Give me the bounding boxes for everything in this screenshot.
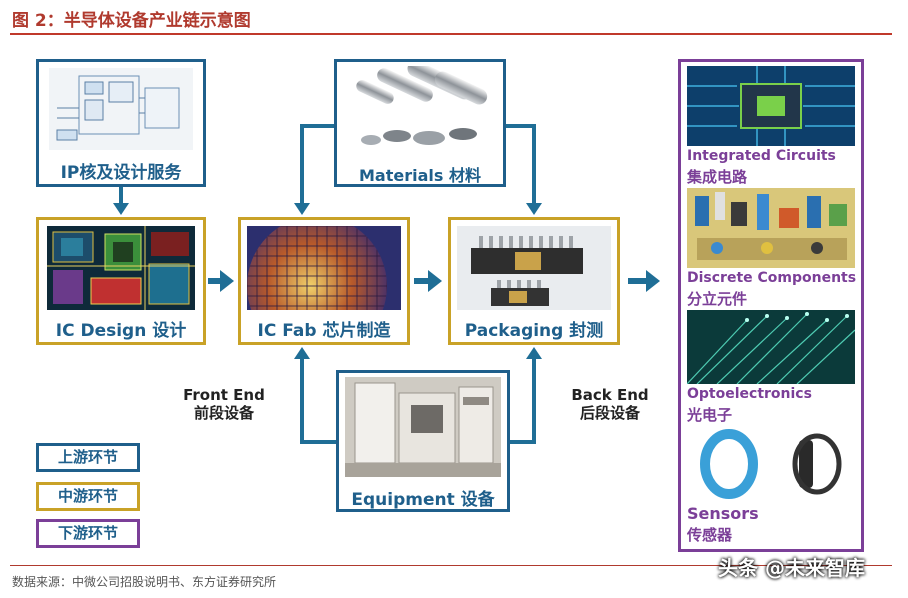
optoelectronics-image <box>687 310 855 384</box>
arrow-design-to-fab-head <box>220 270 234 292</box>
sensors-en: Sensors <box>687 504 759 523</box>
arrow-equipment-right-head <box>526 347 542 359</box>
arrow-equipment-left-h <box>300 440 336 444</box>
legend-upstream: 上游环节 <box>36 443 140 472</box>
arrow-design-to-fab <box>208 278 222 284</box>
arrow-equipment-right-v <box>532 358 536 444</box>
discrete-components-en: Discrete Components <box>687 270 857 286</box>
arrow-materials-right-h <box>506 124 536 128</box>
optoelectronics-cn: 光电子 <box>687 406 733 424</box>
wafer-image <box>247 226 401 310</box>
arrow-ip-to-design-head <box>113 203 129 215</box>
equipment-box: Equipment 设备 <box>336 370 510 512</box>
figure-title: 图 2：半导体设备产业链示意图 <box>12 11 251 31</box>
source-note: 数据来源：中微公司招股说明书、东方证券研究所 <box>12 575 277 589</box>
chip-package-image <box>457 226 611 310</box>
discrete-components-cn: 分立元件 <box>687 290 748 308</box>
arrow-equipment-left-head <box>294 347 310 359</box>
back-end-cn: 后段设备 <box>579 404 640 422</box>
ip-design-services-box: IP核及设计服务 <box>36 59 206 187</box>
front-end-en: Front End <box>183 386 265 404</box>
bottom-rule <box>10 565 892 566</box>
front-end-cn: 前段设备 <box>193 404 254 422</box>
back-end-en: Back End <box>571 386 649 404</box>
integrated-circuits-image <box>687 66 855 146</box>
arrow-materials-right-v <box>532 124 536 204</box>
packaging-box: Packaging 封测 <box>448 217 620 345</box>
integrated-circuits-cn: 集成电路 <box>687 168 748 186</box>
packaging-box-label: Packaging 封测 <box>464 321 604 341</box>
arrow-equipment-right-h <box>510 440 536 444</box>
materials-box: Materials 材料 <box>334 59 506 187</box>
ip-box-label: IP核及设计服务 <box>60 163 182 183</box>
discrete-components-image <box>687 188 855 268</box>
arrow-packaging-to-products-head <box>646 270 660 292</box>
legend-downstream: 下游环节 <box>36 519 140 548</box>
downstream-products-panel: Integrated Circuits 集成电路 Discrete Compon… <box>678 59 864 552</box>
sensors-cn: 传感器 <box>687 526 733 544</box>
ip-schematic-image <box>49 68 193 150</box>
arrow-fab-to-packaging <box>414 278 430 284</box>
arrow-packaging-to-products <box>628 278 648 284</box>
arrow-equipment-left-v <box>300 358 304 444</box>
materials-box-label: Materials 材料 <box>359 166 481 185</box>
ic-design-box-label: IC Design 设计 <box>55 321 187 341</box>
legend-midstream: 中游环节 <box>36 482 140 511</box>
watermark: 头条 @未来智库 <box>718 556 865 580</box>
arrow-materials-right-head <box>526 203 542 215</box>
optoelectronics-en: Optoelectronics <box>687 386 812 402</box>
integrated-circuits-en: Integrated Circuits <box>687 148 836 164</box>
arrow-materials-left-v <box>300 124 304 204</box>
arrow-fab-to-packaging-head <box>428 270 442 292</box>
back-end-label: Back End 后段设备 <box>562 386 658 422</box>
arrow-ip-to-design <box>119 187 123 205</box>
ic-fab-box-label: IC Fab 芯片制造 <box>257 321 391 341</box>
equipment-machine-image <box>345 377 501 477</box>
ic-fab-box: IC Fab 芯片制造 <box>238 217 410 345</box>
arrow-materials-left-head <box>294 203 310 215</box>
front-end-label: Front End 前段设备 <box>176 386 272 422</box>
ic-design-box: IC Design 设计 <box>36 217 206 345</box>
equipment-box-label: Equipment 设备 <box>351 490 495 510</box>
sensors-image <box>687 426 855 500</box>
silicon-ingot-image <box>345 66 495 158</box>
ic-design-layout-image <box>47 226 195 310</box>
arrow-materials-left-h <box>300 124 334 128</box>
title-rule <box>10 33 892 35</box>
